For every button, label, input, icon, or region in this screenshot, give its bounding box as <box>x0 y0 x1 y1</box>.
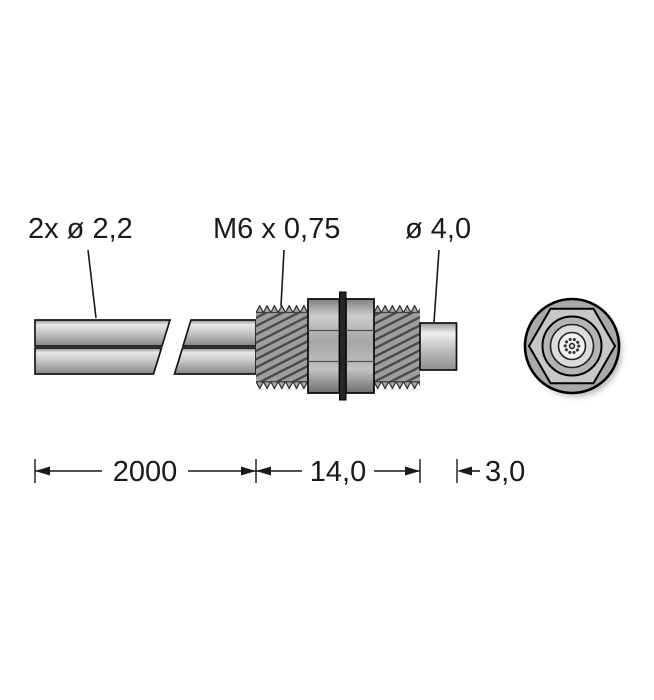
cable-lower-left-segment <box>34 347 163 375</box>
center-fiber-core <box>568 342 576 350</box>
hex-nut-left <box>307 298 341 394</box>
callout-labels: 2x ø 2,2 M6 x 0,75 ø 4,0 <box>28 213 471 323</box>
fiber-bundle-dots <box>563 337 581 355</box>
dimension-threaded-length: 14,0 <box>256 456 421 488</box>
arrowhead-left <box>35 466 50 476</box>
front-view <box>523 297 622 397</box>
thread-section-left <box>256 305 308 390</box>
dimension-cable-length: 2000 <box>34 456 257 488</box>
thread-crests-bottom-left <box>256 381 308 390</box>
tip-leader-line <box>433 249 440 323</box>
thread-leader-line <box>280 249 285 307</box>
sensor-tip <box>419 322 458 371</box>
arrowhead-left <box>457 466 472 476</box>
hex-nut-right <box>345 298 375 394</box>
arrowhead-left <box>256 466 271 476</box>
dimension-tip-length: 3,0 <box>456 456 525 488</box>
threaded-length-value: 14,0 <box>310 456 366 488</box>
thread-body-left <box>256 312 308 382</box>
thread-crests-top-left <box>256 305 308 313</box>
tip-length-value: 3,0 <box>485 456 525 488</box>
cable-leader-line <box>87 249 97 319</box>
thread-crests-bottom-right <box>374 381 420 390</box>
side-view <box>34 291 458 401</box>
thread-spec-label: M6 x 0,75 <box>213 213 340 245</box>
thread-body-right <box>374 312 420 382</box>
thread-crests-top-right <box>374 305 420 313</box>
arrowhead-right <box>241 466 256 476</box>
arrowhead-right <box>405 466 420 476</box>
tip-diameter-label: ø 4,0 <box>405 213 471 245</box>
cable-diameter-label: 2x ø 2,2 <box>28 213 133 245</box>
cable-lower-right-segment <box>173 347 257 375</box>
mounting-plate <box>339 291 347 401</box>
thread-section-right <box>374 305 420 390</box>
cable-upper-right-segment <box>181 319 257 347</box>
cable-upper-left-segment <box>34 319 172 347</box>
cable-length-value: 2000 <box>113 456 178 488</box>
